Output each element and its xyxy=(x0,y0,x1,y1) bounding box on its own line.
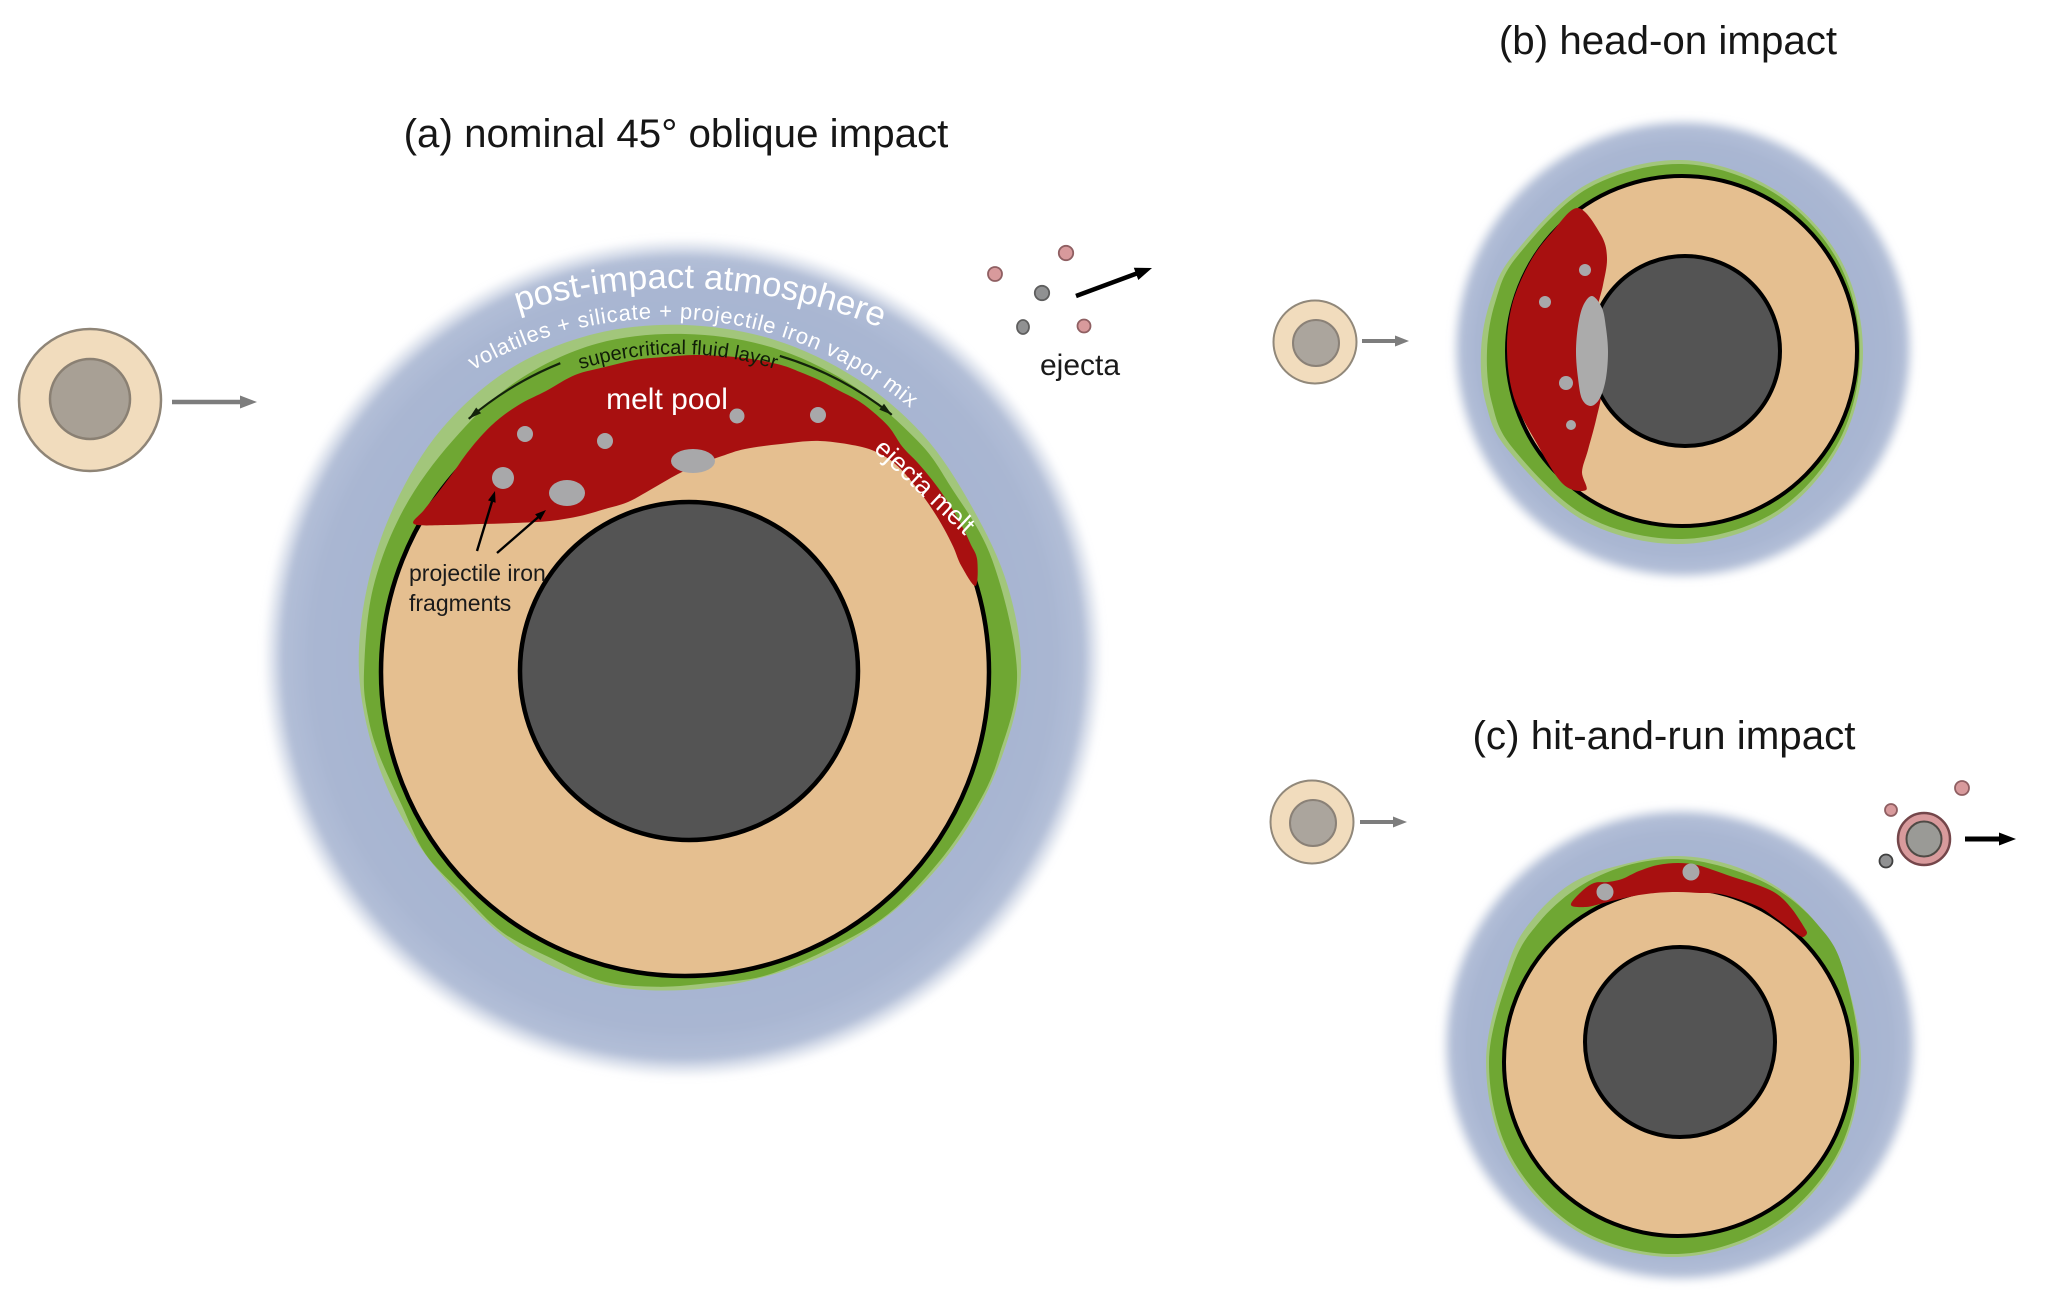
svg-text:ejecta: ejecta xyxy=(1040,349,1120,382)
svg-text:(a) nominal 45° oblique impact: (a) nominal 45° oblique impact xyxy=(404,111,949,156)
svg-text:(b) head-on impact: (b) head-on impact xyxy=(1499,18,1837,63)
svg-text:(c) hit-and-run impact: (c) hit-and-run impact xyxy=(1473,713,1856,758)
svg-text:projectile iron: projectile iron xyxy=(409,560,546,586)
svg-text:melt pool: melt pool xyxy=(606,383,728,416)
svg-text:fragments: fragments xyxy=(409,590,511,616)
